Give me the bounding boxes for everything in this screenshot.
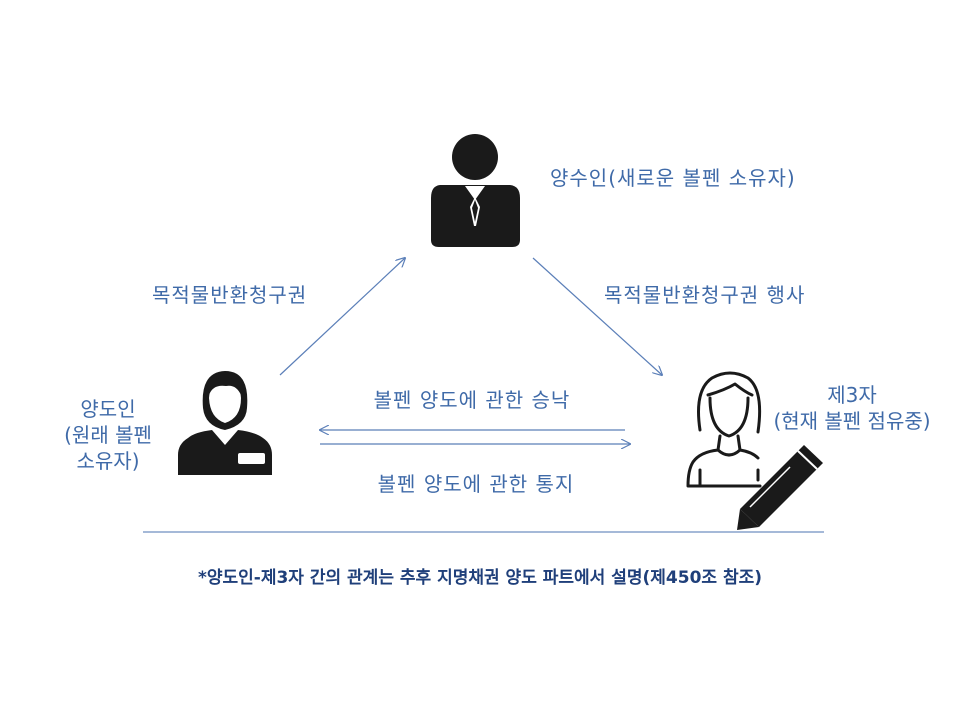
transferor-label: 양도인 (원래 볼펜 소유자)	[64, 396, 152, 474]
woman-icon	[686, 371, 762, 488]
transferee-label: 양수인(새로운 볼펜 소유자)	[550, 166, 796, 190]
third-party-label-line: 제3자	[827, 383, 877, 407]
notice-label: 볼펜 양도에 관한 통지	[377, 472, 575, 496]
clerk-icon	[178, 371, 272, 475]
left-edge-label: 목적물반환청구권	[152, 283, 308, 307]
arrow-transferor-to-transferee	[279, 258, 405, 376]
footnote: *양도인-제3자 간의 관계는 추후 지명채권 양도 파트에서 설명(제450조…	[197, 568, 763, 588]
consent-label: 볼펜 양도에 관한 승낙	[373, 388, 571, 412]
businessman-icon	[431, 134, 520, 247]
right-edge-label: 목적물반환청구권 행사	[604, 283, 806, 307]
transferor-label-line: 소유자)	[76, 449, 140, 473]
third-party-label: 제3자 (현재 볼펜 점유중)	[773, 382, 930, 434]
transferor-label-line: (원래 볼펜	[64, 423, 152, 447]
pencil-icon	[737, 445, 823, 530]
arrow-transferee-to-third-party	[532, 257, 662, 375]
third-party-label-line: (현재 볼펜 점유중)	[773, 409, 931, 433]
transferor-label-line: 양도인	[80, 397, 136, 421]
